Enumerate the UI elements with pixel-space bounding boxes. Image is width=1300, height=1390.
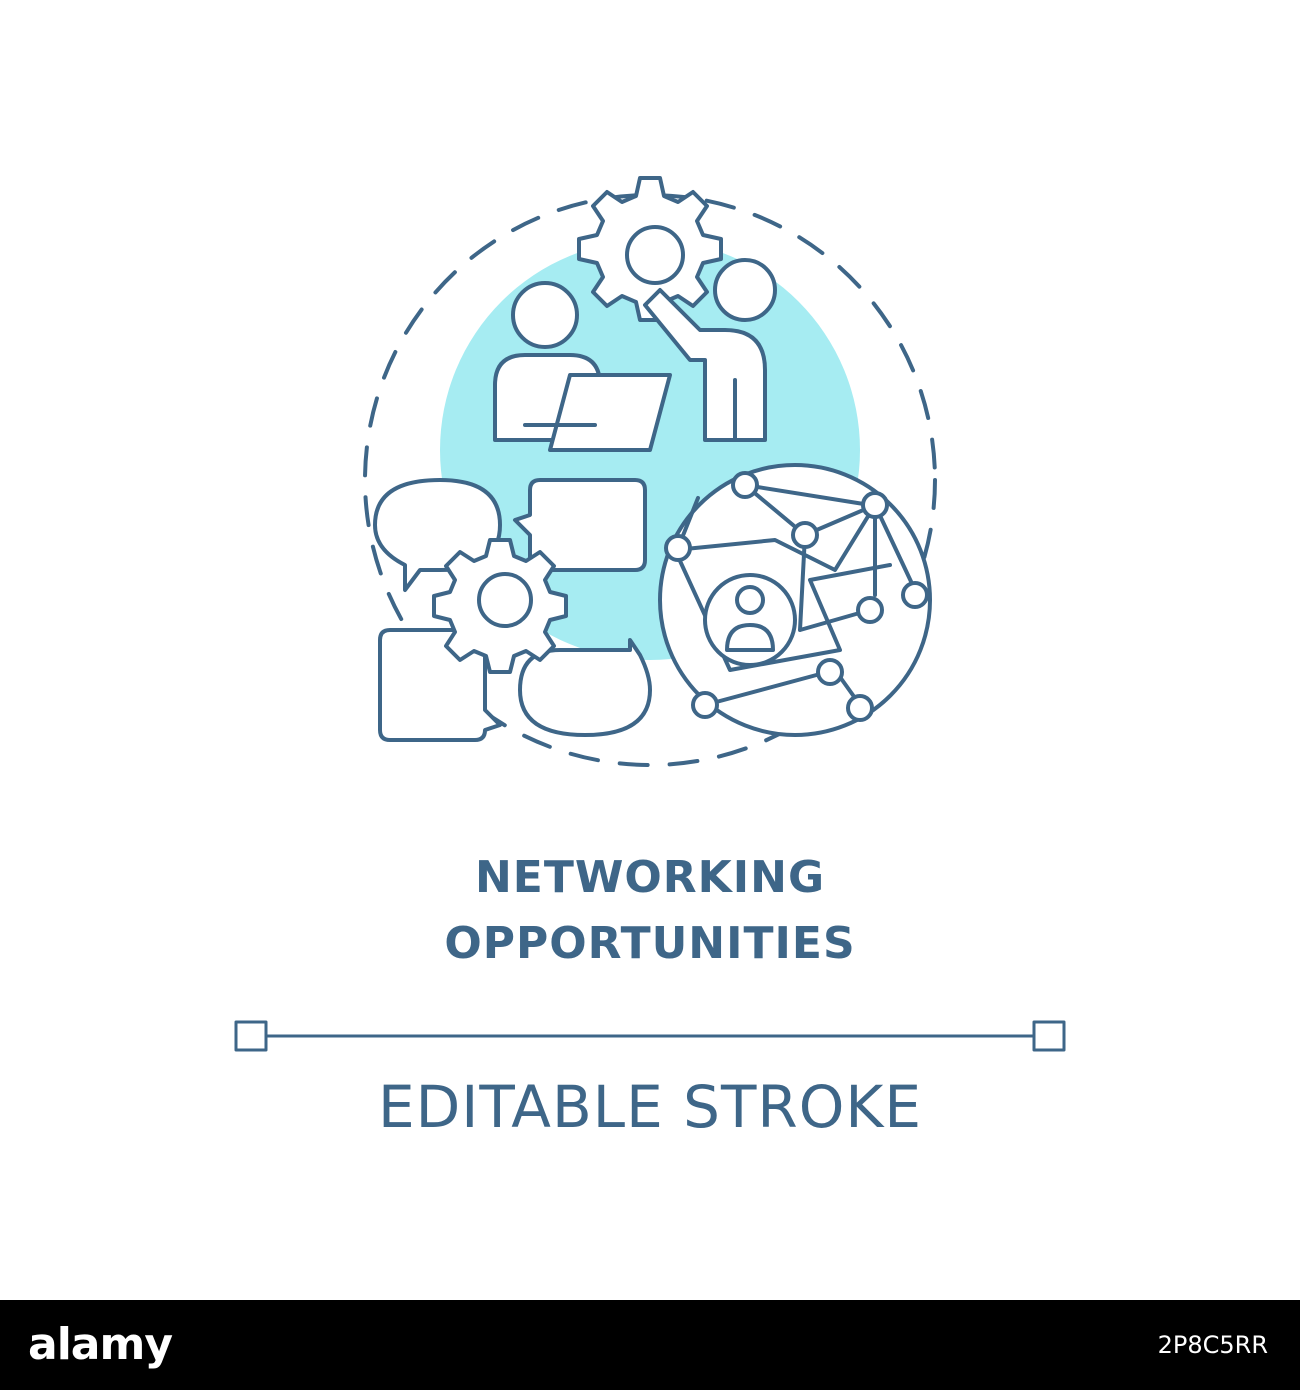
illustration-canvas: NETWORKING OPPORTUNITIES EDITABLE STROKE — [234, 176, 1066, 1141]
image-id-label: 2P8C5RR — [1157, 1331, 1268, 1359]
gear-icon — [432, 538, 568, 674]
editable-stroke-rule-icon — [234, 1020, 1066, 1052]
dashed-outline-icon — [363, 193, 937, 767]
presenter-person-icon — [643, 258, 777, 442]
network-globe-icon — [658, 463, 932, 737]
user-icon — [703, 573, 797, 667]
concept-title-line-2: OPPORTUNITIES — [444, 918, 856, 969]
laptop-person-icon — [493, 281, 672, 452]
networking-concept-icon — [234, 176, 1066, 1052]
editable-stroke-caption: EDITABLE STROKE — [377, 1073, 923, 1141]
top-gear-icon — [577, 176, 723, 322]
laptop-icon — [548, 373, 672, 452]
concept-title-line-1: NETWORKING — [474, 852, 826, 903]
stock-footer-bar: alamy 2P8C5RR — [0, 1300, 1300, 1390]
brand-logo[interactable]: alamy — [28, 1319, 173, 1370]
